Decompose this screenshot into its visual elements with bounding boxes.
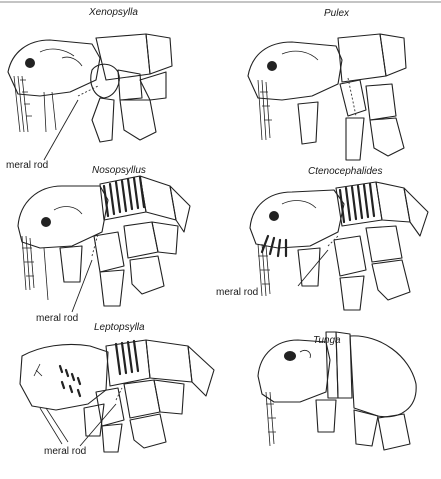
callout-meral-rod-nosopsyllus: meral rod [36,313,78,324]
genus-label-nosopsyllus: Nosopsyllus [92,165,146,176]
ctenocephalides-drawing [250,182,428,310]
callout-meral-rod-leptopsylla: meral rod [44,446,86,457]
callout-meral-rod-xenopsylla: meral rod [6,160,48,171]
leptopsylla-drawing [20,340,214,452]
callout-meral-rod-ctenocephalides: meral rod [216,287,258,298]
xenopsylla-drawing [8,34,172,160]
genus-label-ctenocephalides: Ctenocephalides [308,166,383,177]
pulex-drawing [248,34,406,160]
genus-label-tunga: Tunga [313,335,341,346]
genus-label-leptopsylla: Leptopsylla [94,322,145,333]
tunga-drawing [258,332,416,450]
genus-label-pulex: Pulex [324,8,349,19]
genus-label-xenopsylla: Xenopsylla [89,7,138,18]
nosopsyllus-drawing [18,176,190,312]
